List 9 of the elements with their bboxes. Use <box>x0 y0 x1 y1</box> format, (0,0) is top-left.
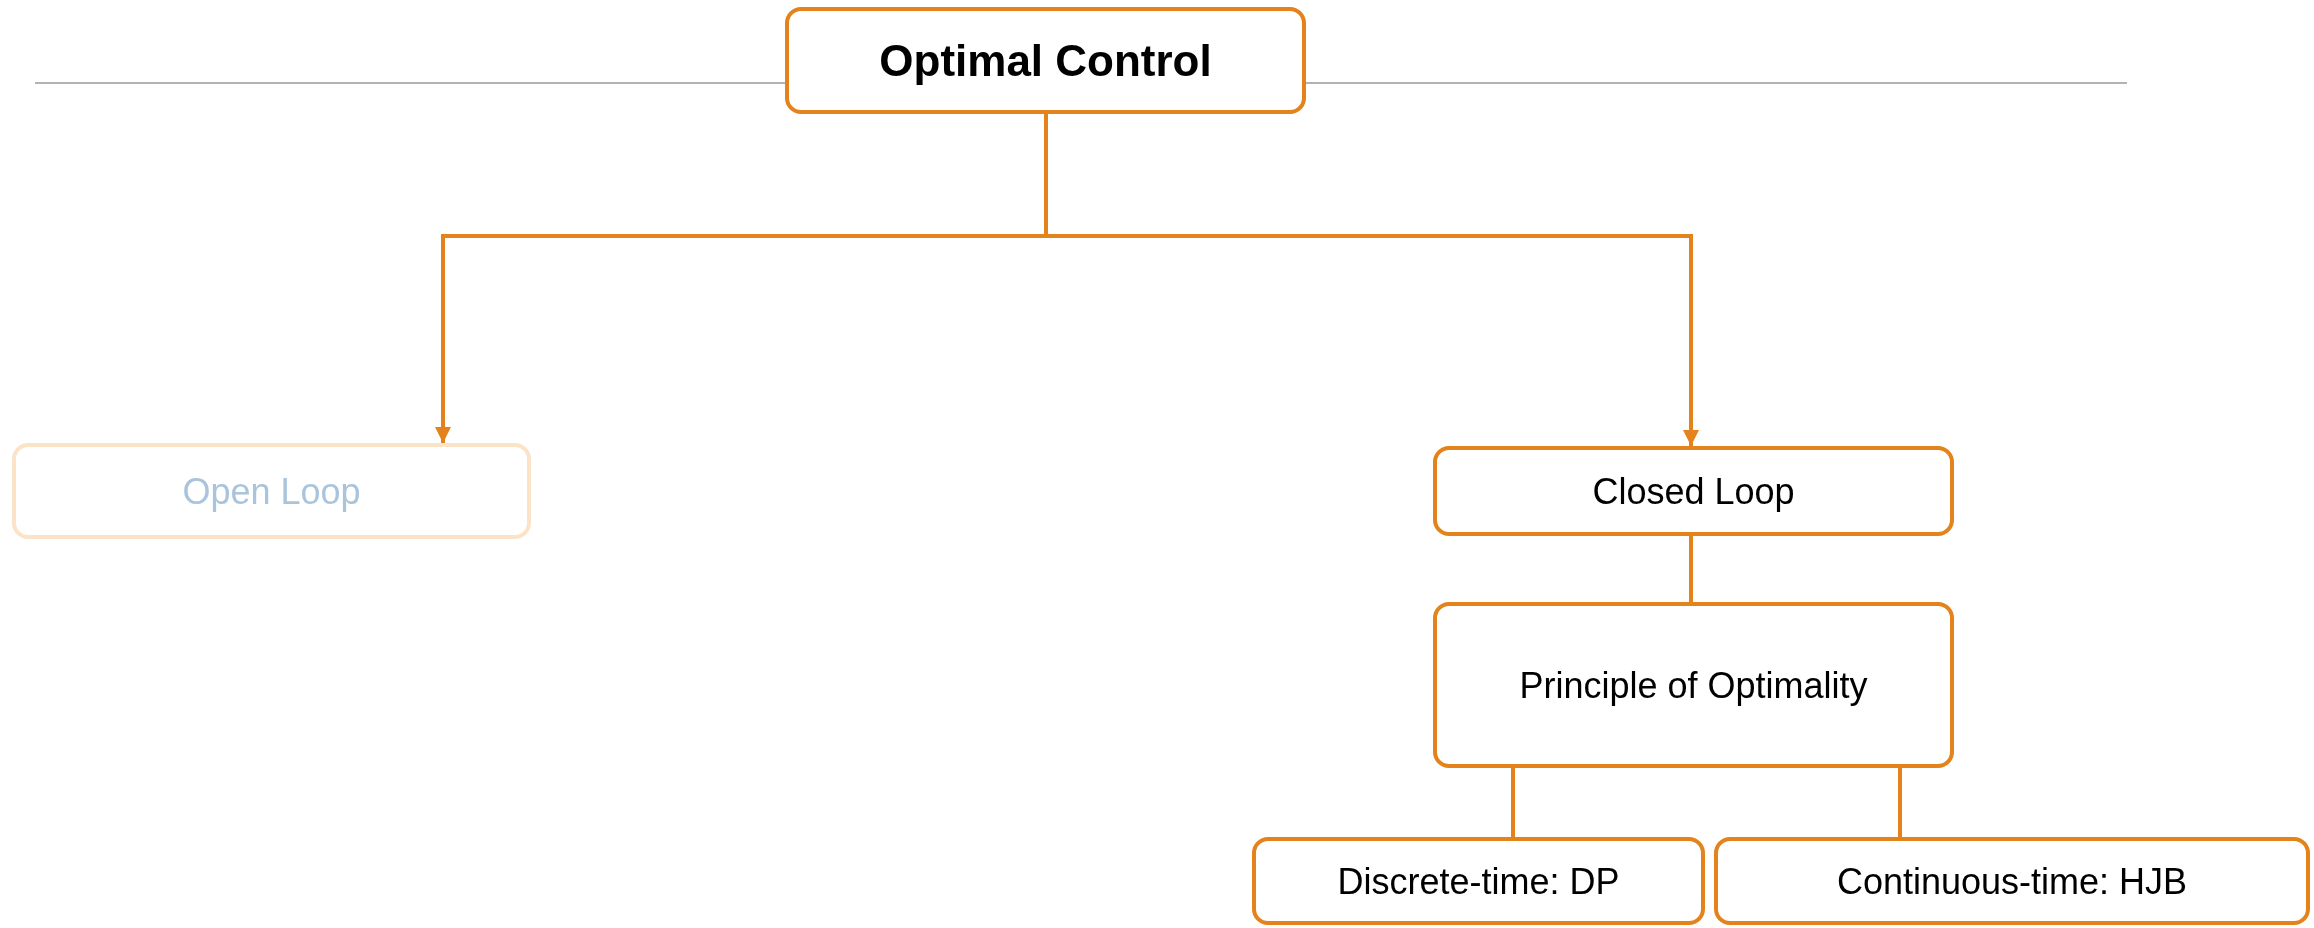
connector-line <box>1511 768 1515 837</box>
process-box: Discrete-time: DP <box>1252 837 1705 925</box>
process-box: Continuous-time: HJB <box>1714 837 2310 925</box>
process-box: Principle of Optimality <box>1433 602 1954 768</box>
process-box: Open Loop <box>12 443 531 539</box>
connector-line <box>1898 768 1902 837</box>
process-box: Closed Loop <box>1433 446 1954 536</box>
process-box: Optimal Control <box>785 7 1306 114</box>
connector-line <box>1689 536 1693 602</box>
